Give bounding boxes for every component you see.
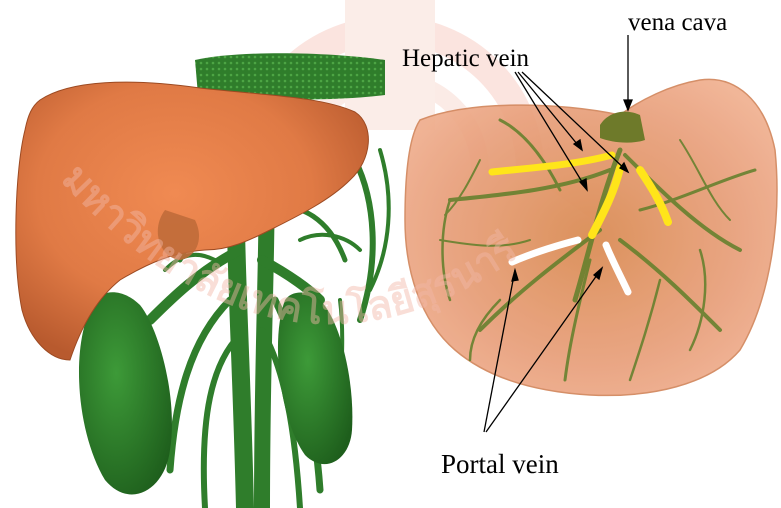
- vena-cava-label: vena cava: [628, 10, 727, 35]
- left-kidney: [79, 292, 172, 494]
- hepatic-vein-label: Hepatic vein: [402, 46, 529, 71]
- portal-vein-label: Portal vein: [441, 451, 559, 478]
